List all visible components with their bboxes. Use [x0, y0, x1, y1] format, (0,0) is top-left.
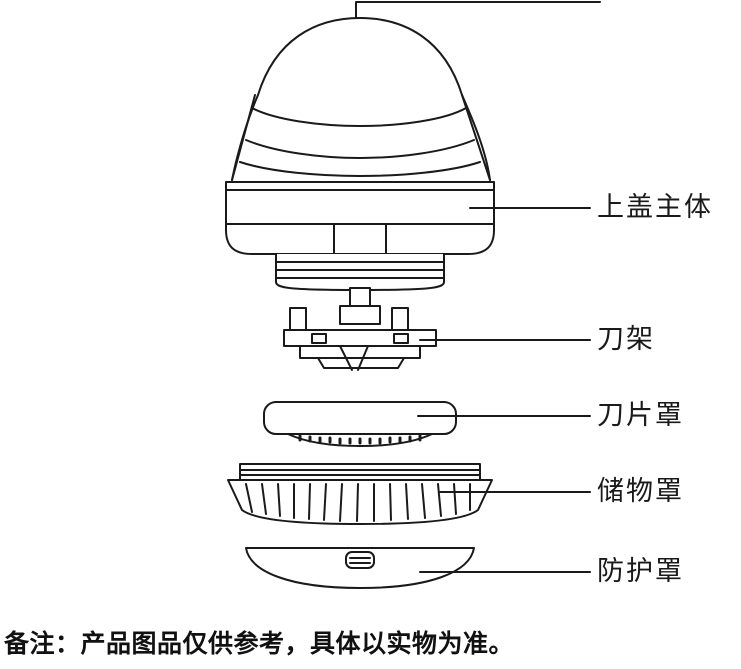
storage-cover-part — [227, 463, 493, 525]
leader-line-top — [355, 1, 601, 19]
label-storage-cover: 储物罩 — [597, 476, 684, 507]
label-blade-cover: 刀片罩 — [597, 400, 684, 431]
blade-cover-part — [263, 401, 457, 447]
label-blade-holder: 刀架 — [597, 324, 655, 355]
leader-lines — [355, 1, 601, 573]
disclaimer-note: 备注：产品图品仅供参考，具体以实物为准。 — [4, 629, 515, 658]
blade-holder-part — [283, 287, 437, 371]
label-protective-cover: 防护罩 — [597, 556, 684, 587]
top-cover-part — [225, 17, 495, 291]
label-top-cover: 上盖主体 — [597, 192, 713, 223]
protective-cover-part — [245, 547, 475, 589]
